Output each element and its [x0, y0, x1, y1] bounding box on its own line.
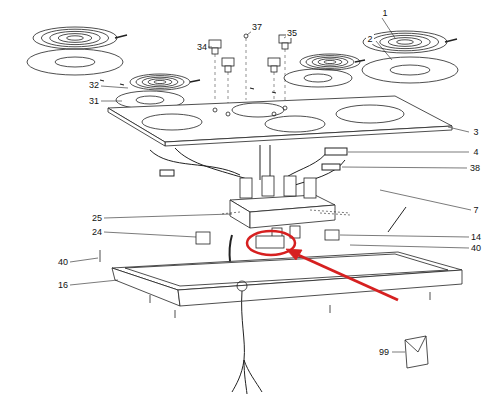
- coil-winding: [380, 35, 430, 48]
- callout-number: 40: [470, 243, 482, 253]
- callout-number: 16: [57, 280, 69, 290]
- coil-winding: [312, 57, 348, 67]
- coil-elements: [33, 27, 447, 90]
- terminal-block: [196, 176, 339, 248]
- coil-winding: [324, 60, 336, 63]
- coil-winding: [130, 74, 190, 90]
- coil-winding: [371, 33, 438, 51]
- coil-winding: [306, 56, 354, 69]
- callout-number: 31: [88, 96, 100, 106]
- coil-winding: [154, 80, 166, 83]
- callout-number: 7: [472, 205, 479, 215]
- coil-winding: [300, 54, 360, 70]
- coil-winding: [397, 40, 414, 44]
- coil-winding: [388, 38, 422, 47]
- callout-number: 35: [286, 28, 298, 38]
- literature-envelope: [405, 336, 428, 368]
- callout-number: 38: [469, 163, 481, 173]
- coil-winding: [67, 36, 84, 40]
- coil-winding: [50, 31, 100, 44]
- callout-number: 99: [378, 347, 390, 357]
- coil-winding: [41, 29, 108, 47]
- bottom-tray: [100, 250, 462, 318]
- highlight-arrow: [296, 254, 398, 300]
- callout-number: 24: [91, 227, 103, 237]
- callout-number: 2: [366, 34, 373, 44]
- callout-number: 34: [196, 42, 208, 52]
- top-panel: [108, 96, 452, 146]
- callout-number: 3: [472, 127, 479, 137]
- coil-winding: [318, 59, 342, 65]
- coil-winding: [363, 31, 447, 53]
- coil-winding: [58, 34, 92, 43]
- coil-winding: [142, 77, 178, 87]
- callout-number: 32: [88, 80, 100, 90]
- power-cord: [232, 291, 262, 394]
- coil-winding: [136, 76, 184, 89]
- callout-number: 14: [470, 232, 482, 242]
- callout-number: 40: [57, 257, 69, 267]
- arrow-head: [286, 249, 302, 260]
- coil-winding: [33, 27, 117, 49]
- callout-number: 37: [251, 22, 263, 32]
- callout-number: 25: [91, 213, 103, 223]
- coil-winding: [148, 79, 172, 85]
- knobs: [209, 34, 291, 72]
- leader-lines: [70, 18, 471, 352]
- callout-number: 4: [472, 147, 479, 157]
- callout-number: 1: [381, 8, 388, 18]
